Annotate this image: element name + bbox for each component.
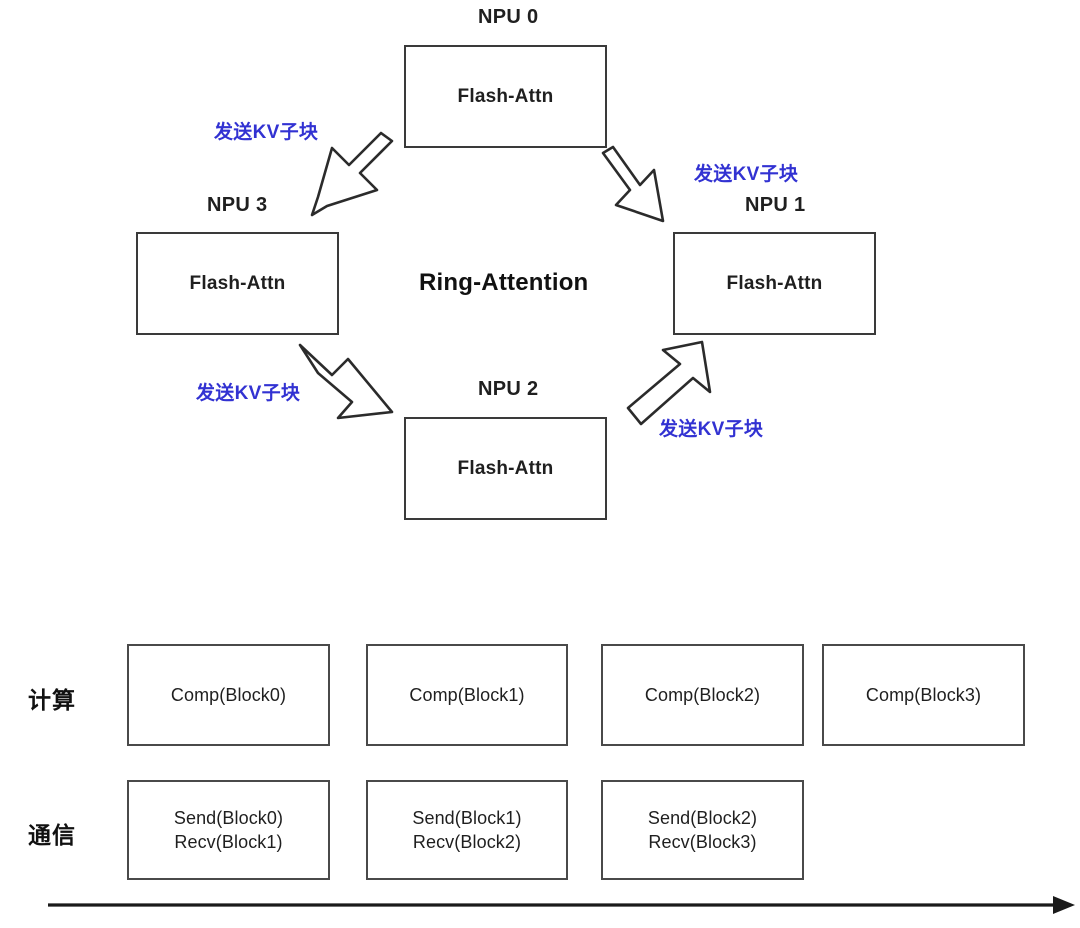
send-kv-caption-top-left: 发送KV子块	[214, 122, 319, 143]
timeline-cell-compute-2[interactable]: Comp(Block2)	[601, 644, 804, 746]
npu3-body-text: Flash-Attn	[189, 272, 286, 294]
npu3-box[interactable]: Flash-Attn	[136, 232, 339, 335]
timeline-row-label-compute: 计算	[28, 687, 76, 713]
timeline-cell-compute-0[interactable]: Comp(Block0)	[127, 644, 330, 746]
timeline-cell-line2: Recv(Block3)	[648, 832, 757, 852]
timeline-cell-text: Send(Block2) Recv(Block3)	[648, 806, 757, 855]
npu2-body-text: Flash-Attn	[457, 457, 554, 479]
kv-block-arrow-top-left	[310, 131, 394, 217]
npu3-label: NPU 3	[207, 194, 268, 216]
npu1-box[interactable]: Flash-Attn	[673, 232, 876, 335]
timeline-cell-line1: Send(Block1)	[412, 807, 522, 828]
timeline-cell-text: Comp(Block1)	[409, 684, 525, 705]
npu1-body-text: Flash-Attn	[726, 272, 823, 294]
timeline-cell-text: Comp(Block0)	[170, 684, 287, 705]
timeline-cell-communication-0[interactable]: Send(Block0) Recv(Block1)	[127, 780, 330, 880]
kv-block-arrow-bottom-left	[298, 343, 394, 420]
npu0-label: NPU 0	[478, 6, 539, 28]
timeline-row-label-communication: 通信	[28, 822, 76, 848]
npu1-label: NPU 1	[745, 194, 806, 216]
timeline-cell-compute-3[interactable]: Comp(Block3)	[822, 644, 1025, 746]
timeline-cell-text: Comp(Block2)	[644, 684, 761, 705]
npu0-body-text: Flash-Attn	[457, 85, 554, 107]
timeline-cell-text: Comp(Block3)	[865, 684, 982, 705]
npu2-label: NPU 2	[478, 378, 539, 400]
kv-block-arrow-top-right	[601, 145, 665, 223]
timeline-cell-text: Send(Block1) Recv(Block2)	[412, 806, 521, 855]
send-kv-caption-bottom-right: 发送KV子块	[659, 419, 764, 440]
timeline-cell-compute-1[interactable]: Comp(Block1)	[366, 644, 568, 746]
timeline-cell-text: Send(Block0) Recv(Block1)	[174, 806, 283, 855]
npu2-box[interactable]: Flash-Attn	[404, 417, 607, 520]
time-axis	[48, 896, 1075, 914]
timeline-cell-line1: Send(Block2)	[647, 807, 758, 828]
kv-block-arrow-bottom-right	[626, 340, 712, 426]
ring-attention-title: Ring-Attention	[419, 269, 589, 296]
timeline-cell-communication-1[interactable]: Send(Block1) Recv(Block2)	[366, 780, 568, 880]
timeline-cell-line1: Send(Block0)	[173, 807, 284, 828]
timeline-cell-line2: Recv(Block1)	[174, 832, 283, 852]
timeline-cell-communication-2[interactable]: Send(Block2) Recv(Block3)	[601, 780, 804, 880]
npu0-box[interactable]: Flash-Attn	[404, 45, 607, 148]
send-kv-caption-top-right: 发送KV子块	[694, 164, 799, 185]
send-kv-caption-bottom-left: 发送KV子块	[196, 383, 301, 404]
timeline-cell-line2: Recv(Block2)	[412, 832, 522, 852]
